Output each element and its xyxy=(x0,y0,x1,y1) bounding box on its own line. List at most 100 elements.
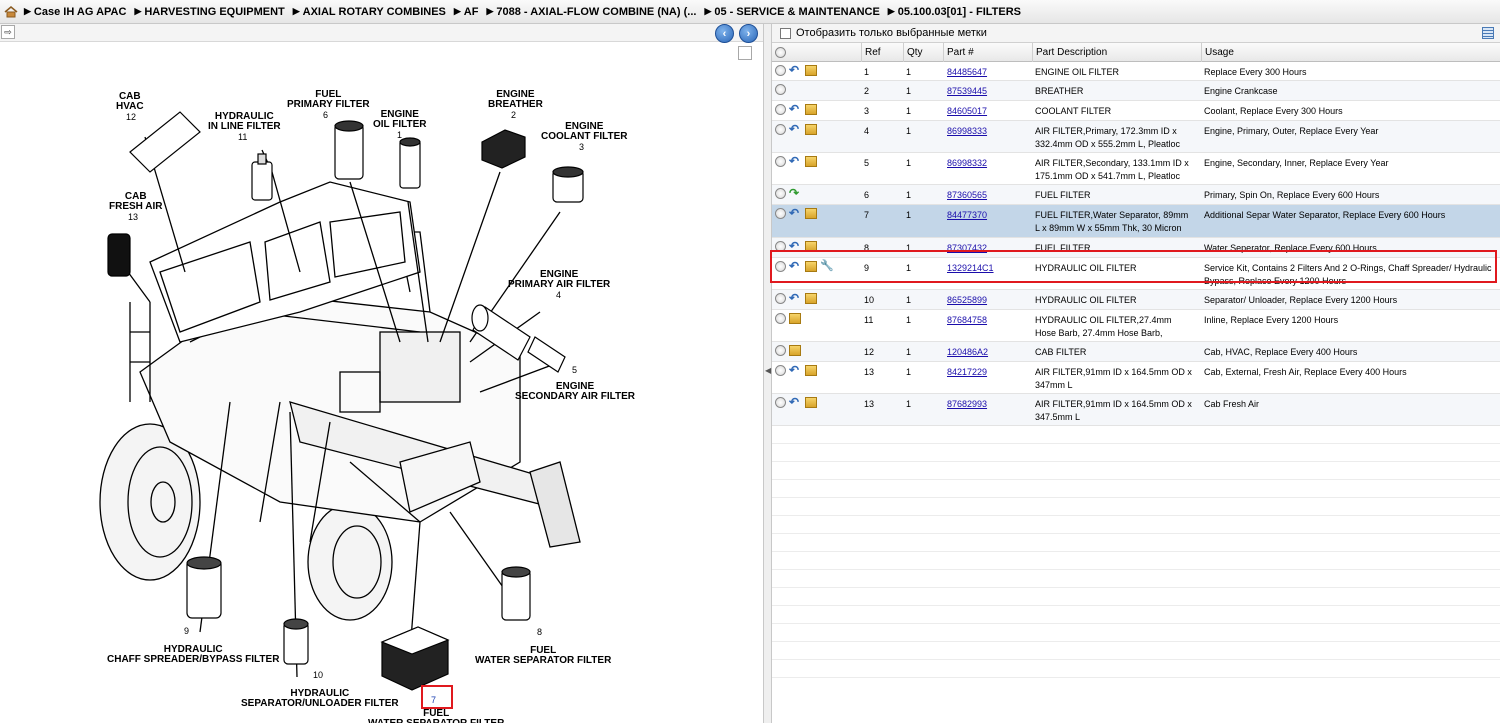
next-page-button[interactable]: › xyxy=(739,24,758,43)
package-icon[interactable] xyxy=(789,313,801,324)
service-kit-icon[interactable]: 🔧 xyxy=(820,260,834,272)
part-number-link[interactable]: 87360565 xyxy=(947,190,988,200)
package-icon[interactable] xyxy=(805,293,817,304)
column-header-qty[interactable]: Qty xyxy=(903,43,943,62)
part-number-link[interactable]: 86998333 xyxy=(947,126,988,136)
reference-back-icon[interactable]: ↶ xyxy=(789,291,800,305)
package-icon[interactable] xyxy=(805,65,817,76)
column-header-usage[interactable]: Usage xyxy=(1201,43,1500,62)
part-number-link[interactable]: 87682993 xyxy=(947,399,988,409)
breadcrumb-item[interactable]: ▶05.100.03[01] - FILTERS xyxy=(888,6,1021,18)
header-expand-all[interactable] xyxy=(772,43,792,62)
breadcrumb-item[interactable]: ▶05 - SERVICE & MAINTENANCE xyxy=(704,6,879,18)
part-number-link[interactable]: 87539445 xyxy=(947,86,988,96)
diagram-callout-2[interactable]: 2 xyxy=(511,110,517,120)
diagram-callout-8[interactable]: 8 xyxy=(537,627,543,637)
add-to-cart-icon[interactable] xyxy=(775,365,786,376)
package-icon[interactable] xyxy=(805,156,817,167)
reference-back-icon[interactable]: ↶ xyxy=(789,63,800,77)
part-number-link[interactable]: 84217229 xyxy=(947,367,988,377)
part-number-link[interactable]: 86525899 xyxy=(947,295,988,305)
column-header-ref[interactable]: Ref xyxy=(861,43,903,62)
reference-back-icon[interactable]: ↶ xyxy=(789,363,800,377)
diagram-callout-10[interactable]: 10 xyxy=(313,670,324,680)
diagram-callout-3[interactable]: 3 xyxy=(579,142,585,152)
reference-back-icon[interactable]: ↶ xyxy=(789,395,800,409)
collapse-arrow-icon[interactable]: ◀ xyxy=(765,366,772,375)
add-to-cart-icon[interactable] xyxy=(775,261,786,272)
part-number-link[interactable]: 87684758 xyxy=(947,315,988,325)
pane-splitter[interactable]: ◀ xyxy=(763,24,772,723)
add-to-cart-icon[interactable] xyxy=(775,188,786,199)
package-icon[interactable] xyxy=(805,104,817,115)
add-to-cart-icon[interactable] xyxy=(775,241,786,252)
package-icon[interactable] xyxy=(805,365,817,376)
diagram-callout-9[interactable]: 9 xyxy=(184,626,190,636)
add-to-cart-icon[interactable] xyxy=(775,84,786,95)
reference-back-icon[interactable]: ↶ xyxy=(789,239,800,253)
reference-back-icon[interactable]: ↶ xyxy=(789,259,800,273)
breadcrumb-item[interactable]: ▶AF xyxy=(454,6,479,18)
package-icon[interactable] xyxy=(805,397,817,408)
diagram-callout-13[interactable]: 13 xyxy=(128,212,139,222)
add-to-cart-icon[interactable] xyxy=(775,345,786,356)
part-number-link[interactable]: 1329214C1 xyxy=(947,263,994,273)
breadcrumb-item[interactable]: ▶AXIAL ROTARY COMBINES xyxy=(293,6,446,18)
diagram-callout-7[interactable]: 7 xyxy=(431,695,437,705)
part-number-link[interactable]: 84605017 xyxy=(947,106,988,116)
part-number-link[interactable]: 87307432 xyxy=(947,243,988,253)
reference-forward-icon[interactable]: ↷ xyxy=(789,186,800,200)
column-header-description[interactable]: Part Description xyxy=(1032,43,1201,62)
add-to-cart-icon[interactable] xyxy=(775,65,786,76)
package-icon[interactable] xyxy=(805,261,817,272)
add-to-cart-icon[interactable] xyxy=(775,104,786,115)
diagram-callout-6[interactable]: 6 xyxy=(323,110,329,120)
reference-back-icon[interactable]: ↶ xyxy=(789,122,800,136)
reference-back-icon[interactable]: ↶ xyxy=(789,102,800,116)
breadcrumb-item[interactable]: ▶HARVESTING EQUIPMENT xyxy=(134,6,284,18)
package-icon[interactable] xyxy=(789,345,801,356)
reference-back-icon[interactable]: ↶ xyxy=(789,206,800,220)
breadcrumb-item[interactable]: ▶7088 - AXIAL-FLOW COMBINE (NA) (... xyxy=(486,6,696,18)
breadcrumb-item[interactable]: ▶Case IH AG APAC xyxy=(24,6,126,18)
add-to-cart-icon[interactable] xyxy=(775,313,786,324)
grid-settings-icon[interactable] xyxy=(1482,27,1494,39)
package-icon[interactable] xyxy=(805,208,817,219)
part-number-link[interactable]: 84485647 xyxy=(947,67,988,77)
reference-back-icon[interactable]: ↶ xyxy=(789,154,800,168)
diagram-callout-5[interactable]: 5 xyxy=(572,365,578,375)
expand-all-icon[interactable] xyxy=(775,47,786,58)
part-number-link[interactable]: 86998332 xyxy=(947,158,988,168)
add-to-cart-icon[interactable] xyxy=(775,397,786,408)
add-to-cart-icon[interactable] xyxy=(775,156,786,167)
export-icon[interactable]: ⇨ xyxy=(1,25,15,39)
add-to-cart-icon[interactable] xyxy=(775,208,786,219)
show-selected-only-checkbox[interactable] xyxy=(780,27,791,39)
package-icon[interactable] xyxy=(805,124,817,135)
diagram-options-icon[interactable] xyxy=(738,46,752,60)
diagram-callout-11[interactable]: 11 xyxy=(238,132,248,142)
diagram-callout-4[interactable]: 4 xyxy=(556,290,562,300)
part-number-link[interactable]: 120486A2 xyxy=(947,347,989,357)
column-header-part[interactable]: Part # xyxy=(943,43,1032,62)
home-icon[interactable] xyxy=(4,5,18,18)
part-number-link[interactable]: 84477370 xyxy=(947,210,988,220)
diagram-callout-12[interactable]: 12 xyxy=(126,112,137,122)
diagram-callout-1[interactable]: 1 xyxy=(397,130,403,140)
add-to-cart-icon[interactable] xyxy=(775,124,786,135)
package-icon[interactable] xyxy=(805,241,817,252)
